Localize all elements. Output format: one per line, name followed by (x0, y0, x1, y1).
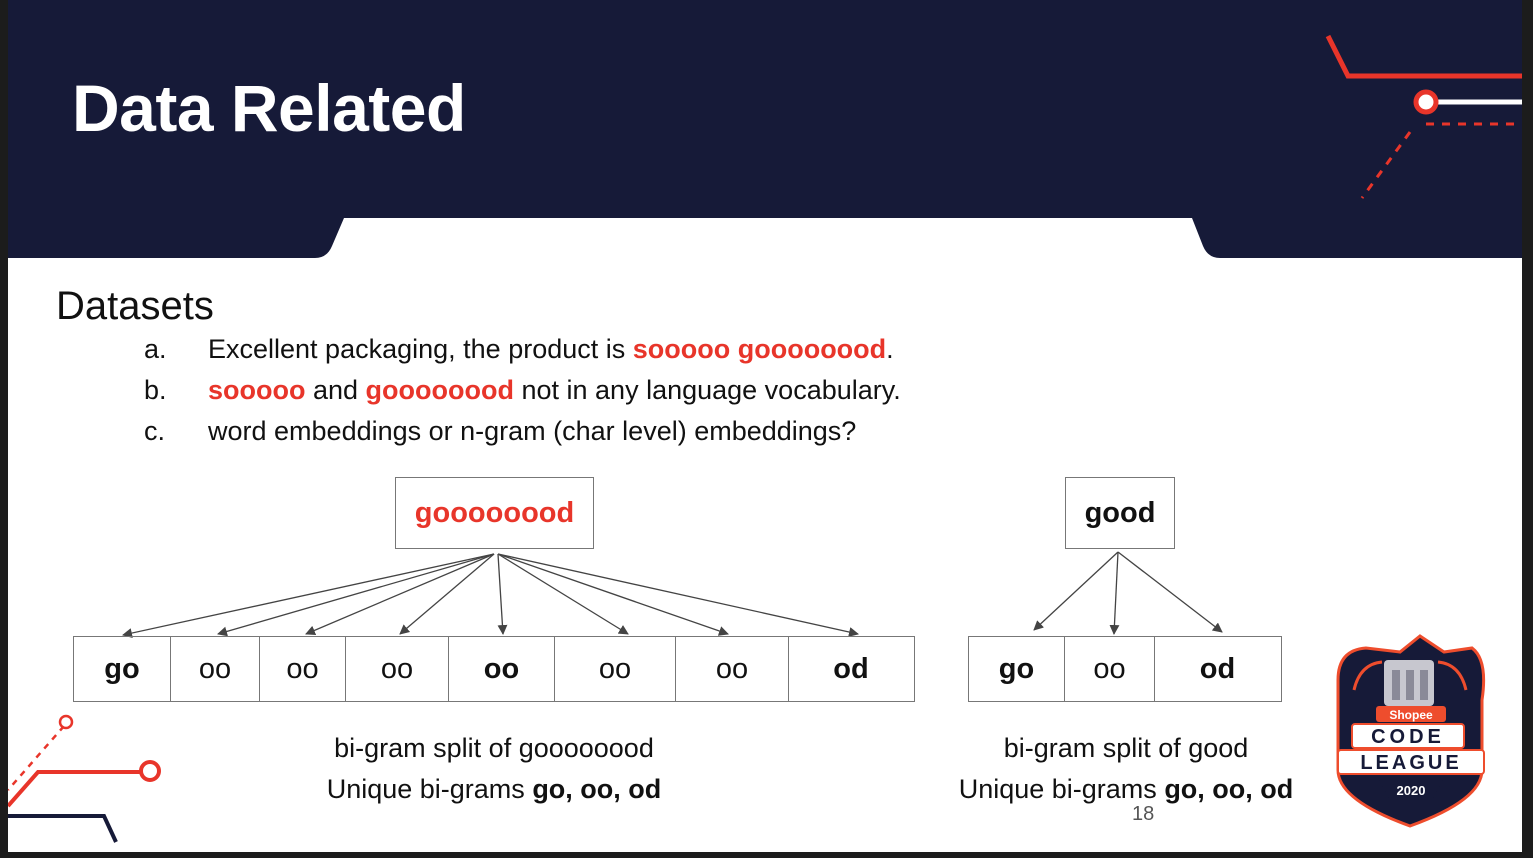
item-text: Excellent packaging, the product is (208, 334, 633, 364)
section-heading: Datasets (56, 284, 214, 328)
arrow (1109, 551, 1120, 635)
bigram-cell: go (969, 637, 1065, 701)
circuit-decoration-top (1325, 34, 1522, 199)
bigram-cell: od (833, 652, 869, 685)
circuit-decoration-bottom (8, 714, 161, 843)
bigram-row-right: go oo od (968, 636, 1282, 702)
bigram-cell: oo (676, 637, 789, 701)
root-word-box-left: goooooood (395, 477, 594, 549)
bigram-cell: od (1199, 652, 1236, 685)
arrow (1117, 551, 1223, 633)
list-marker: b. (144, 375, 167, 405)
caption-right-line1: bi-gram split of good (1003, 733, 1249, 763)
item-text: word embeddings or n-gram (char level) e… (208, 416, 857, 446)
bigram-cell: oo (260, 637, 346, 701)
header-background (8, 0, 1522, 258)
item-text: . (886, 334, 894, 364)
header-banner (8, 0, 1522, 258)
arrow (497, 553, 629, 635)
arrow (305, 553, 495, 636)
slide-title: Data Related (72, 71, 466, 145)
highlighted-word: goooooood (365, 375, 514, 405)
caption-left-line1: bi-gram split of goooooood (334, 733, 654, 763)
highlighted-word: sooooo goooooood (632, 334, 887, 364)
caption-bold: go, oo, od (532, 774, 662, 804)
caption-text: Unique bi-grams (958, 774, 1165, 804)
caption-bold: go, oo, od (1164, 774, 1294, 804)
item-text: not in any language vocabulary. (513, 375, 901, 405)
root-word-box-right: good (1065, 477, 1175, 549)
arrow (497, 553, 508, 635)
list-item-c: c. word embeddings or n-gram (char level)… (144, 416, 856, 447)
root-word: goooooood (414, 496, 575, 529)
arrow (217, 553, 495, 637)
page-number: 18 (1132, 803, 1155, 825)
arrow (497, 553, 859, 637)
bigram-cell: oo (1065, 637, 1155, 701)
highlighted-word: sooooo (208, 375, 306, 405)
list-item-b: b. sooooo and goooooood not in any langua… (144, 375, 901, 406)
item-text: and (305, 375, 366, 405)
list-marker: c. (144, 416, 166, 446)
arrow (1033, 551, 1119, 631)
arrow (497, 553, 729, 636)
bigram-cell: go (74, 637, 171, 701)
bigram-row-left: go oo oo oo oo oo oo od (73, 636, 915, 702)
bigram-cell: oo (171, 637, 260, 701)
arrow (122, 553, 495, 638)
bigram-cell: oo (449, 637, 555, 701)
root-word: good (1084, 496, 1156, 529)
list-item-a: a. Excellent packaging, the product is so… (144, 334, 894, 365)
caption-text: Unique bi-grams (326, 774, 533, 804)
slide: Data Related Datasets a. Excellent packag… (8, 0, 1522, 852)
caption-right-line2: Unique bi-grams go, oo, od (926, 774, 1326, 805)
caption-left-line2: Unique bi-grams go, oo, od (294, 774, 694, 805)
arrow (399, 553, 495, 635)
bigram-cell: oo (555, 637, 676, 701)
list-marker: a. (144, 334, 167, 364)
diagram-arrows (122, 551, 1223, 638)
bigram-cell: oo (346, 637, 449, 701)
